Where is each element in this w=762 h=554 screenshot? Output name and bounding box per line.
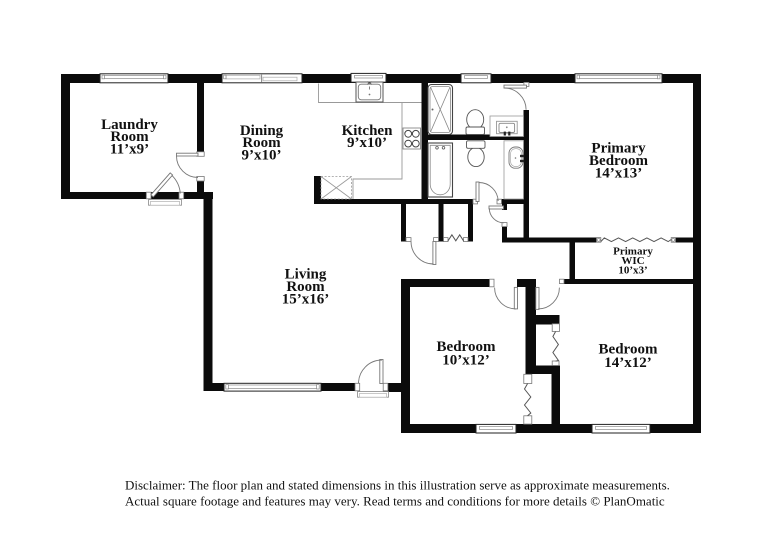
svg-text:Actual square footage and feat: Actual square footage and features may v… xyxy=(125,493,665,508)
svg-text:Disclaimer: The floor plan and: Disclaimer: The floor plan and stated di… xyxy=(125,477,670,492)
svg-text:Bedroom: Bedroom xyxy=(437,339,496,355)
svg-text:Dining: Dining xyxy=(240,123,284,139)
svg-text:9’x10’: 9’x10’ xyxy=(242,148,282,164)
svg-text:WIC: WIC xyxy=(621,255,644,267)
svg-text:Room: Room xyxy=(110,129,149,145)
svg-text:Living: Living xyxy=(285,267,327,283)
svg-text:10’x3’: 10’x3’ xyxy=(618,264,647,276)
svg-text:Room: Room xyxy=(242,135,281,151)
svg-text:Bedroom: Bedroom xyxy=(599,342,658,358)
svg-text:Primary: Primary xyxy=(613,245,653,257)
svg-text:Room: Room xyxy=(286,279,325,295)
svg-text:9’x10’: 9’x10’ xyxy=(347,135,387,151)
svg-text:Bedroom: Bedroom xyxy=(589,153,648,169)
svg-text:10’x12’: 10’x12’ xyxy=(442,353,490,369)
svg-text:14’x13’: 14’x13’ xyxy=(595,166,643,182)
svg-text:14’x12’: 14’x12’ xyxy=(604,355,652,371)
svg-text:Laundry: Laundry xyxy=(101,117,158,133)
svg-text:Primary: Primary xyxy=(591,141,646,157)
svg-text:15’x16’: 15’x16’ xyxy=(282,292,330,308)
svg-text:Kitchen: Kitchen xyxy=(342,123,393,139)
svg-text:11’x9’: 11’x9’ xyxy=(110,142,149,158)
